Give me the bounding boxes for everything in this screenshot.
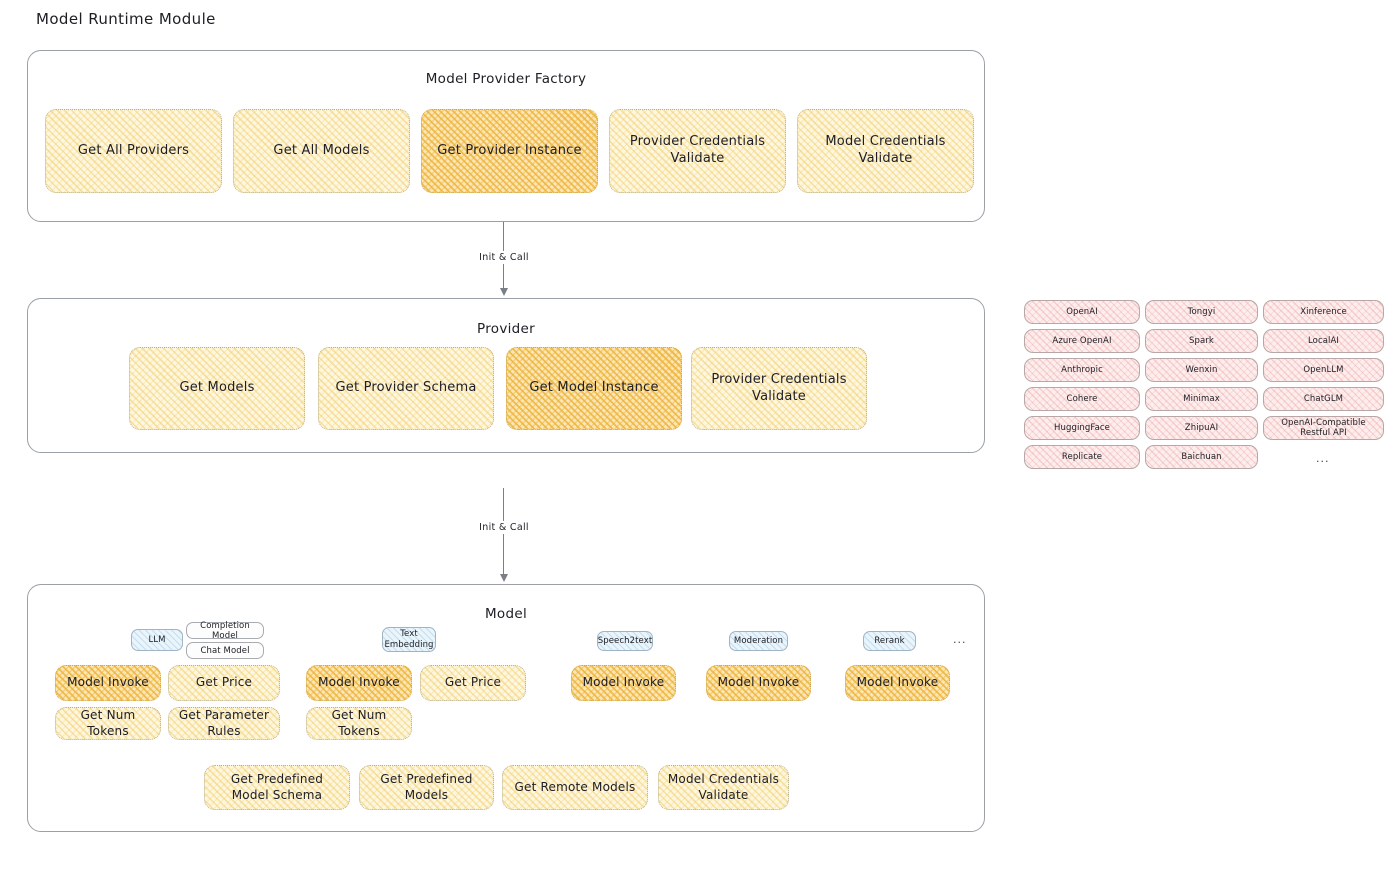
provider-chip-zhipuai[interactable]: ZhipuAI [1145, 416, 1258, 440]
provider-chip-tongyi[interactable]: Tongyi [1145, 300, 1258, 324]
model-type-badge-moderation[interactable]: Moderation [729, 631, 788, 651]
arrow-head-icon [499, 574, 508, 582]
provider-chip-replicate[interactable]: Replicate [1024, 445, 1140, 469]
provider-title: Provider [477, 321, 535, 337]
connector-label: Init & Call [474, 251, 534, 264]
llm-op-get-price[interactable]: Get Price [168, 665, 280, 701]
provider-node-get-models[interactable]: Get Models [129, 347, 305, 430]
connector-factory-to-provider: Init & Call [474, 222, 534, 298]
provider-chip-minimax[interactable]: Minimax [1145, 387, 1258, 411]
model-pill-completion-model[interactable]: Completion Model [186, 621, 264, 641]
factory-title: Model Provider Factory [425, 71, 587, 87]
provider-chip-anthropic[interactable]: Anthropic [1024, 358, 1140, 382]
provider-list-more: ... [1316, 452, 1330, 465]
provider-card: Provider Get Models Get Provider Schema … [27, 298, 992, 468]
model-pill-chat-model[interactable]: Chat Model [186, 642, 264, 659]
provider-chip-spark[interactable]: Spark [1145, 329, 1258, 353]
provider-chip-huggingface[interactable]: HuggingFace [1024, 416, 1140, 440]
arrow-head-icon [499, 288, 508, 296]
model-type-badge-speech2text[interactable]: Speech2text [597, 631, 653, 651]
embedding-op-model-invoke[interactable]: Model Invoke [306, 665, 412, 701]
embedding-op-get-price[interactable]: Get Price [420, 665, 526, 701]
provider-node-provider-credentials-validate[interactable]: Provider Credentials Validate [691, 347, 867, 430]
provider-chip-openai[interactable]: OpenAI [1024, 300, 1140, 324]
provider-chip-azure-openai[interactable]: Azure OpenAI [1024, 329, 1140, 353]
model-types-more: ... [953, 633, 967, 646]
model-type-badge-llm[interactable]: LLM [131, 629, 183, 651]
llm-op-model-invoke[interactable]: Model Invoke [55, 665, 161, 701]
connector-provider-to-model: Init & Call [474, 488, 534, 584]
provider-chip-openllm[interactable]: OpenLLM [1263, 358, 1384, 382]
provider-chip-localai[interactable]: LocalAI [1263, 329, 1384, 353]
model-provider-factory-card: Model Provider Factory Get All Providers… [27, 50, 985, 222]
provider-chip-xinference[interactable]: Xinference [1263, 300, 1384, 324]
common-op-model-credentials-validate[interactable]: Model Credentials Validate [658, 765, 789, 810]
moderation-op-model-invoke[interactable]: Model Invoke [706, 665, 811, 701]
factory-node-get-provider-instance[interactable]: Get Provider Instance [421, 109, 598, 193]
provider-node-get-model-instance[interactable]: Get Model Instance [506, 347, 682, 430]
embedding-op-get-num-tokens[interactable]: Get Num Tokens [306, 707, 412, 740]
provider-chip-chatglm[interactable]: ChatGLM [1263, 387, 1384, 411]
model-title: Model [484, 606, 528, 622]
provider-list: OpenAI Azure OpenAI Anthropic Cohere Hug… [1024, 300, 1384, 475]
page-title: Model Runtime Module [36, 10, 216, 28]
factory-node-provider-credentials-validate[interactable]: Provider Credentials Validate [609, 109, 786, 193]
common-op-get-predefined-model-schema[interactable]: Get Predefined Model Schema [204, 765, 350, 810]
common-op-get-predefined-models[interactable]: Get Predefined Models [359, 765, 494, 810]
factory-node-model-credentials-validate[interactable]: Model Credentials Validate [797, 109, 974, 193]
provider-chip-wenxin[interactable]: Wenxin [1145, 358, 1258, 382]
speech2text-op-model-invoke[interactable]: Model Invoke [571, 665, 676, 701]
provider-chip-cohere[interactable]: Cohere [1024, 387, 1140, 411]
factory-node-get-all-providers[interactable]: Get All Providers [45, 109, 222, 193]
llm-op-get-parameter-rules[interactable]: Get Parameter Rules [168, 707, 280, 740]
rerank-op-model-invoke[interactable]: Model Invoke [845, 665, 950, 701]
provider-chip-baichuan[interactable]: Baichuan [1145, 445, 1258, 469]
factory-node-get-all-models[interactable]: Get All Models [233, 109, 410, 193]
connector-label: Init & Call [474, 521, 534, 534]
model-type-badge-text-embedding[interactable]: Text Embedding [382, 627, 436, 652]
llm-op-get-num-tokens[interactable]: Get Num Tokens [55, 707, 161, 740]
model-type-badge-rerank[interactable]: Rerank [863, 631, 916, 651]
model-card: Model LLM Completion Model Chat Model Mo… [27, 584, 992, 847]
provider-node-get-provider-schema[interactable]: Get Provider Schema [318, 347, 494, 430]
provider-chip-openai-compatible-restful-api[interactable]: OpenAI-Compatible Restful API [1263, 416, 1384, 440]
common-op-get-remote-models[interactable]: Get Remote Models [502, 765, 648, 810]
